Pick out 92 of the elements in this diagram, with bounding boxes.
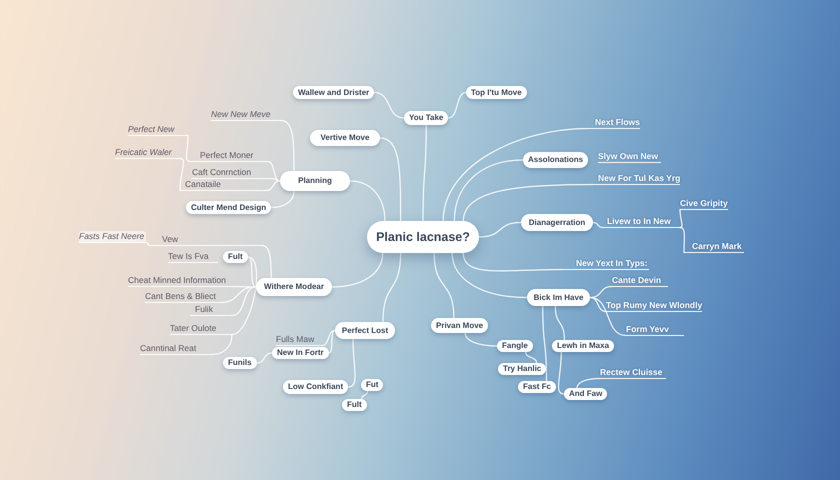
connector-line	[448, 92, 467, 119]
connector-line	[267, 160, 281, 182]
connector-line	[349, 180, 386, 222]
branch-label: Canntinal Reat	[140, 343, 212, 355]
connector-line	[331, 252, 384, 288]
connector-line	[679, 208, 683, 228]
topic-node: Vertive Move	[310, 130, 380, 146]
topic-node: Withere Modear	[256, 278, 332, 296]
topic-node: Top I'tu Move	[466, 86, 527, 99]
connector-line	[261, 244, 272, 279]
connector-line	[179, 158, 184, 192]
branch-label: Caft Conrnction	[192, 167, 272, 179]
connector-line	[211, 334, 233, 356]
branch-label: Vew	[150, 234, 262, 246]
branch-label: Fulls Maw	[276, 334, 322, 346]
connector-line	[379, 137, 402, 222]
connector-line	[328, 330, 336, 354]
connector-line	[558, 351, 565, 395]
branch-label: Top Rumy New Wlondly	[606, 300, 702, 312]
connector-line	[361, 390, 368, 400]
connector-line	[265, 180, 281, 192]
connector-line	[434, 252, 454, 319]
connector-line	[348, 338, 356, 388]
connector-line	[679, 226, 685, 254]
topic-node: Culter Mend Design	[186, 201, 272, 214]
topic-node: Low Conkfiant	[283, 380, 348, 394]
branch-label: New New Meve	[211, 109, 281, 121]
branch-label: Carryn Mark	[684, 241, 744, 253]
connector-line	[442, 128, 589, 222]
connector-line	[525, 351, 538, 364]
central-topic-node: Planic lacnase?	[367, 221, 479, 253]
topic-node: Perfect Lost	[335, 322, 395, 339]
connector-line	[247, 256, 257, 288]
connector-line	[452, 252, 528, 298]
connector-line	[270, 190, 295, 208]
topic-node: Fast Fc	[518, 381, 556, 393]
connector-line	[231, 256, 258, 336]
topic-node: Planning	[280, 171, 350, 191]
branch-label: Tew Is Fva	[168, 251, 218, 263]
topic-node: Funils	[223, 357, 257, 369]
branch-label: Next Flows	[588, 117, 640, 129]
branch-label: New Yext In Typs:	[563, 258, 649, 270]
connector-line	[145, 242, 151, 246]
topic-node: You Take	[404, 111, 448, 125]
connector-line	[462, 252, 564, 272]
topic-node: Fangle	[497, 340, 533, 352]
branch-label: Canataile	[180, 179, 266, 191]
connector-line	[589, 296, 627, 336]
topic-node: Dianagerration	[521, 214, 593, 231]
branch-label: Rectew Cluisse	[600, 367, 666, 379]
branch-label: Cive Gripity	[680, 198, 728, 210]
connector-line	[374, 92, 405, 119]
branch-label: Cheat Minned Information	[128, 275, 232, 287]
topic-node: Fult	[223, 251, 248, 263]
connector-line	[321, 330, 336, 346]
branch-label: New For Tul Kas Yrg	[593, 173, 680, 185]
connector-line	[589, 286, 613, 298]
connector-line	[462, 184, 594, 222]
branch-label: Perfect Moner	[190, 150, 268, 162]
topic-node: And Faw	[564, 388, 608, 400]
branch-label: Fasts Fast Neere	[79, 231, 146, 243]
branch-label: Form Yevv	[626, 324, 684, 336]
connector-line	[592, 222, 604, 228]
topic-node: Lewh in Maxa	[552, 340, 614, 352]
connector-line	[554, 305, 565, 341]
topic-node: Try Hanlic	[498, 363, 546, 375]
topic-node: Bick Im Have	[527, 289, 590, 306]
branch-label: Tater Oulote	[170, 323, 232, 335]
connector-line	[186, 134, 191, 162]
connector-line	[464, 332, 498, 347]
connector-line	[280, 120, 295, 172]
topic-node: Wallew and Drister	[293, 86, 374, 99]
branch-label: Freicatic Waler	[115, 147, 180, 159]
connector-line	[454, 159, 524, 222]
connector-line	[382, 252, 402, 323]
branch-label: Perfect New	[128, 124, 188, 136]
branch-label: Fulik	[190, 304, 232, 316]
connector-line	[256, 352, 273, 364]
branch-label: Slyw Own New	[598, 151, 661, 163]
topic-node: Fult	[342, 399, 367, 411]
connector-line	[542, 305, 548, 382]
connector-line	[422, 124, 427, 222]
connector-line	[576, 378, 601, 389]
topic-node: Fut	[361, 379, 384, 391]
branch-label: Cant Bens & Bliect	[145, 291, 220, 303]
topic-node: Privan Move	[431, 318, 488, 333]
branch-label: Cante Devin	[612, 275, 668, 287]
topic-node: New In Fortr	[272, 347, 329, 359]
connector-line	[231, 286, 257, 316]
topic-node: Assolonations	[523, 152, 588, 168]
branch-label: Livew to In New	[603, 216, 680, 228]
connector-line	[478, 222, 522, 238]
